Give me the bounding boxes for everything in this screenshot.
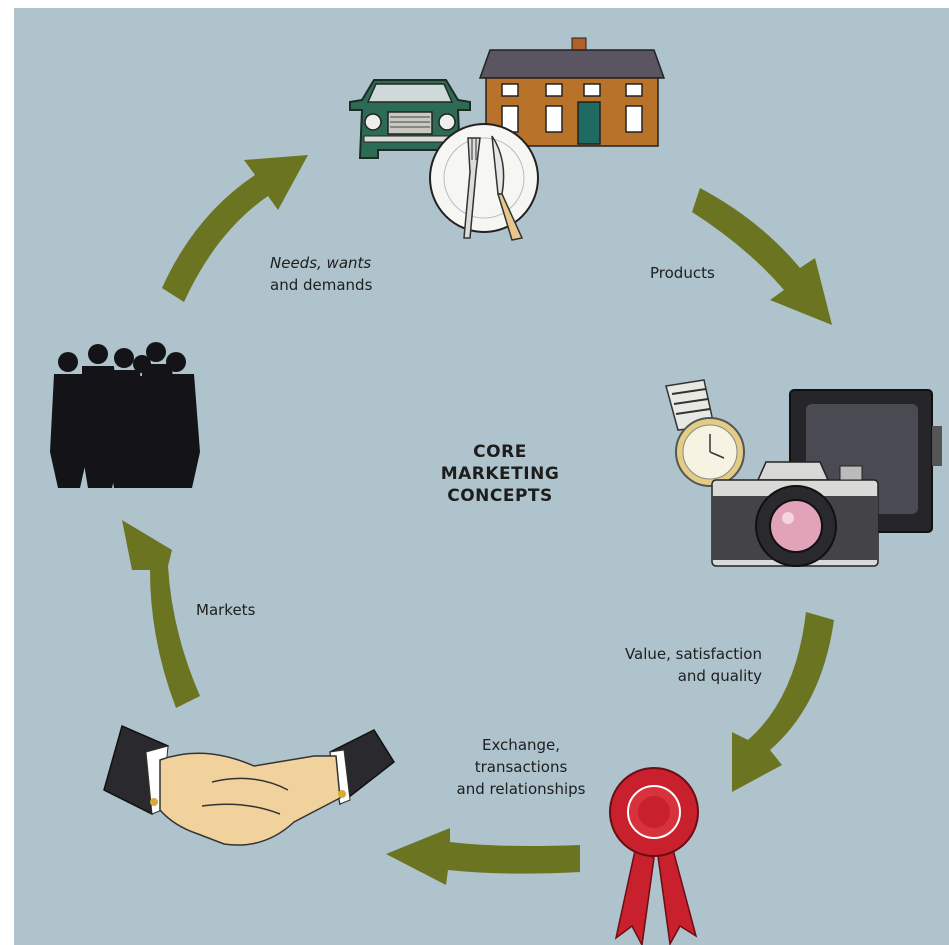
watch-icon <box>665 379 745 487</box>
label-value: Value, satisfaction and quality <box>624 645 762 685</box>
plate-cutlery-icon <box>429 123 539 241</box>
label-needs: Needs, wants and demands <box>270 254 373 294</box>
people-group-icon <box>50 342 200 488</box>
arrow-products <box>692 188 832 325</box>
title-line: CONCEPTS <box>447 486 553 506</box>
label-products: Products <box>650 264 715 282</box>
arrow-needs <box>162 155 308 302</box>
title-line: CORE <box>473 442 527 462</box>
arrow-markets <box>122 520 200 708</box>
title-line: MARKETING <box>440 464 560 484</box>
arrow-value <box>732 612 834 792</box>
arrow-exchange <box>386 828 580 885</box>
diagram-title: CORE MARKETING CONCEPTS <box>395 441 605 507</box>
label-markets: Markets <box>196 601 256 619</box>
label-exchange: Exchange, transactions and relationships <box>456 736 586 798</box>
handshake-icon <box>103 724 395 846</box>
ribbon-icon <box>609 767 699 945</box>
camera-icon <box>711 461 879 567</box>
